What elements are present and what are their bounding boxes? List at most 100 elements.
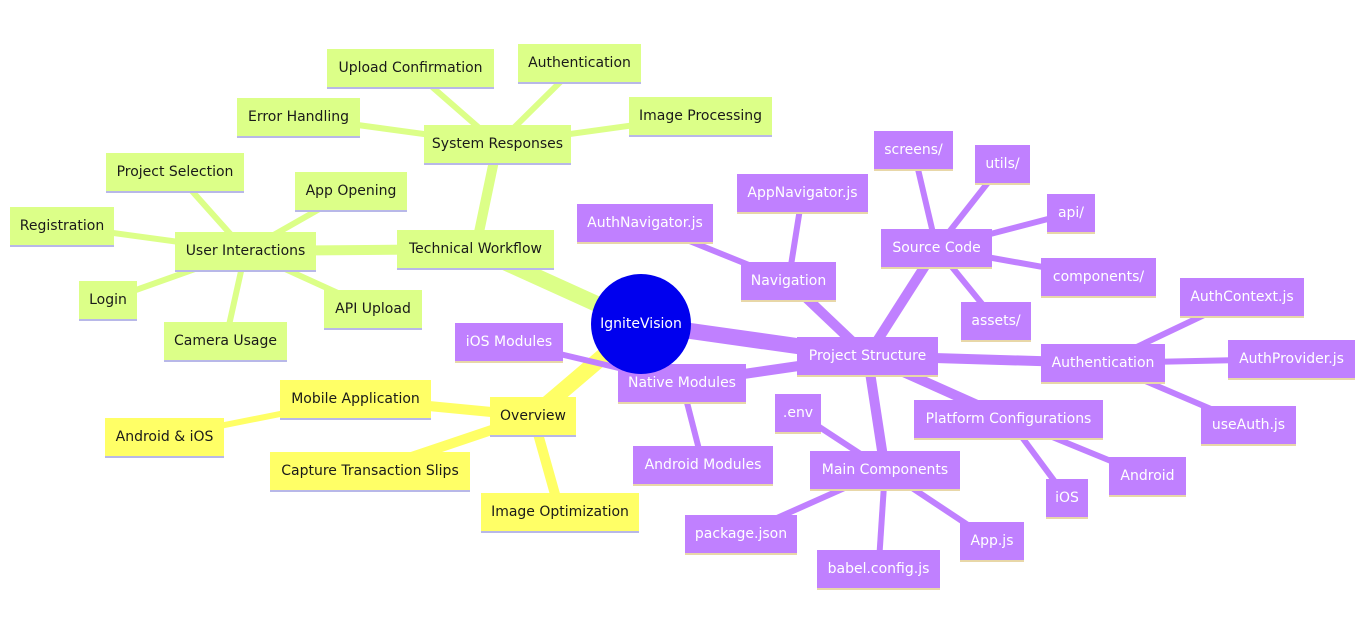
node-ios[interactable]: iOS <box>1046 479 1088 519</box>
node-components[interactable]: components/ <box>1041 258 1156 298</box>
node-env[interactable]: .env <box>775 394 821 434</box>
node-box <box>914 400 1103 438</box>
node-box <box>741 262 836 300</box>
node-error-handling[interactable]: Error Handling <box>237 98 360 138</box>
node-upload-confirmation[interactable]: Upload Confirmation <box>327 49 494 89</box>
node-box <box>518 44 641 82</box>
node-underline <box>1228 377 1355 380</box>
node-project-structure[interactable]: Project Structure <box>797 337 938 377</box>
node-box <box>797 337 938 375</box>
node-app-opening[interactable]: App Opening <box>295 172 407 212</box>
node-box <box>79 281 137 319</box>
node-underline <box>105 455 224 458</box>
node-label: Navigation <box>751 273 827 289</box>
node-underline <box>280 417 431 420</box>
node-box <box>175 232 316 270</box>
node-camera-usage[interactable]: Camera Usage <box>164 322 287 362</box>
node-label: Authentication <box>1052 355 1155 371</box>
node-mobile-application[interactable]: Mobile Application <box>280 380 431 420</box>
node-image-processing[interactable]: Image Processing <box>629 97 772 137</box>
node-underline <box>481 530 639 533</box>
node-box <box>874 131 953 169</box>
node-label: Capture Transaction Slips <box>281 463 459 479</box>
node-box <box>629 97 772 135</box>
node-auth-navigator[interactable]: AuthNavigator.js <box>577 204 713 244</box>
root-node[interactable]: IgniteVision <box>591 274 691 374</box>
node-underline <box>741 299 836 302</box>
node-package-json[interactable]: package.json <box>685 515 797 555</box>
node-underline <box>1047 231 1095 234</box>
node-system-responses[interactable]: System Responses <box>424 125 571 165</box>
node-underline <box>518 81 641 84</box>
node-api[interactable]: api/ <box>1047 194 1095 234</box>
node-underline <box>685 552 797 555</box>
node-label: iOS <box>1055 490 1079 506</box>
node-platform-configurations[interactable]: Platform Configurations <box>914 400 1103 440</box>
node-main-components[interactable]: Main Components <box>810 451 960 491</box>
node-box <box>881 229 992 267</box>
node-label: App Opening <box>306 183 397 199</box>
root-label: IgniteVision <box>600 316 682 332</box>
node-image-optimization[interactable]: Image Optimization <box>481 493 639 533</box>
node-babel-config[interactable]: babel.config.js <box>817 550 940 590</box>
node-underline <box>797 374 938 377</box>
node-android-ios[interactable]: Android & iOS <box>105 418 224 458</box>
node-utils[interactable]: utils/ <box>975 145 1030 185</box>
node-underline <box>1109 494 1186 497</box>
node-authentication-wf[interactable]: Authentication <box>518 44 641 84</box>
node-ios-modules[interactable]: iOS Modules <box>455 323 563 363</box>
node-underline <box>164 359 287 362</box>
node-label: Login <box>89 292 127 308</box>
node-api-upload[interactable]: API Upload <box>324 290 422 330</box>
node-use-auth[interactable]: useAuth.js <box>1201 406 1296 446</box>
node-auth-provider[interactable]: AuthProvider.js <box>1228 340 1355 380</box>
node-box <box>397 230 554 268</box>
node-box <box>577 204 713 242</box>
node-box <box>1109 457 1186 495</box>
node-label: AuthContext.js <box>1190 289 1293 305</box>
node-underline <box>618 401 746 404</box>
node-technical-workflow[interactable]: Technical Workflow <box>397 230 554 270</box>
node-label: Registration <box>20 218 104 234</box>
node-project-selection[interactable]: Project Selection <box>106 153 244 193</box>
node-screens[interactable]: screens/ <box>874 131 953 171</box>
node-authentication-ps[interactable]: Authentication <box>1041 344 1165 384</box>
node-underline <box>1041 381 1165 384</box>
node-underline <box>577 241 713 244</box>
node-login[interactable]: Login <box>79 281 137 321</box>
node-label: assets/ <box>971 313 1021 329</box>
node-assets[interactable]: assets/ <box>961 302 1031 342</box>
node-android-modules[interactable]: Android Modules <box>633 446 773 486</box>
node-label: Native Modules <box>628 375 736 391</box>
node-navigation[interactable]: Navigation <box>741 262 836 302</box>
node-box <box>1228 340 1355 378</box>
node-app-js[interactable]: App.js <box>960 522 1024 562</box>
node-box <box>1046 479 1088 517</box>
node-overview[interactable]: Overview <box>490 397 576 437</box>
node-user-interactions[interactable]: User Interactions <box>175 232 316 272</box>
node-underline <box>961 339 1031 342</box>
node-box <box>105 418 224 456</box>
node-box <box>164 322 287 360</box>
node-app-navigator[interactable]: AppNavigator.js <box>737 174 868 214</box>
node-box <box>817 550 940 588</box>
node-auth-context[interactable]: AuthContext.js <box>1180 278 1304 318</box>
node-box <box>1201 406 1296 444</box>
node-label: .env <box>783 405 813 421</box>
node-label: iOS Modules <box>466 334 552 350</box>
node-registration[interactable]: Registration <box>10 207 114 247</box>
node-label: Platform Configurations <box>926 411 1092 427</box>
node-box <box>1041 258 1156 296</box>
node-android[interactable]: Android <box>1109 457 1186 497</box>
node-label: Upload Confirmation <box>338 60 482 76</box>
node-label: babel.config.js <box>828 561 930 577</box>
node-underline <box>1041 295 1156 298</box>
node-label: System Responses <box>432 136 563 152</box>
node-capture-transaction-slips[interactable]: Capture Transaction Slips <box>270 452 470 492</box>
node-label: API Upload <box>335 301 411 317</box>
node-underline <box>397 267 554 270</box>
node-label: AuthProvider.js <box>1239 351 1344 367</box>
node-source-code[interactable]: Source Code <box>881 229 992 269</box>
node-underline <box>175 269 316 272</box>
node-label: Camera Usage <box>174 333 277 349</box>
